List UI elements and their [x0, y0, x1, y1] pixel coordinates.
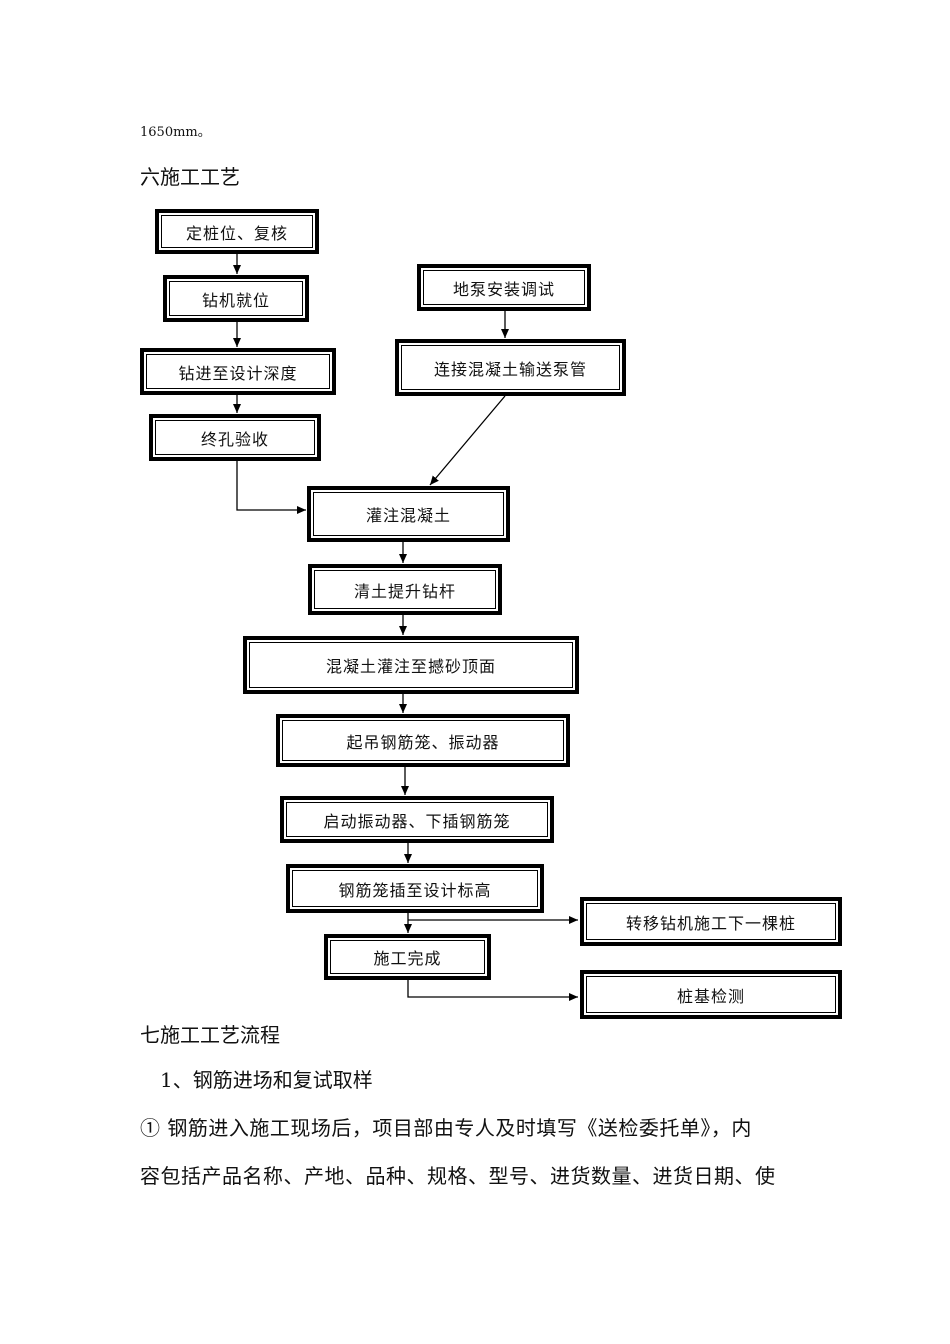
step-pump-install: 地泵安装调试: [417, 264, 591, 311]
step-lift-cage: 起吊钢筋笼、振动器: [276, 714, 570, 767]
step-drill-depth: 钻进至设计深度: [140, 348, 336, 395]
section7-title: 七施工工艺流程: [140, 1023, 280, 1047]
step-inspect: 桩基检测: [580, 970, 842, 1019]
step-cage-elevation: 钢筋笼插至设计标高: [286, 864, 544, 913]
step-insert-cage: 启动振动器、下插钢筋笼: [280, 796, 554, 843]
step-next-pile: 转移钻机施工下一棵桩: [580, 897, 842, 946]
step-pour: 灌注混凝土: [307, 486, 510, 542]
step-pipe-connect: 连接混凝土输送泵管: [395, 339, 626, 396]
top-fragment: 1650mm。: [140, 125, 211, 140]
section6-title: 六施工工艺: [140, 165, 240, 189]
arrow-complete-to-inspect: [407, 979, 578, 1001]
paragraph-line-2: 容包括产品名称、产地、品种、规格、型号、进货数量、进货日期、使: [140, 1164, 776, 1188]
arrow-check-to-pour: [236, 460, 306, 514]
step-hole-check: 终孔验收: [149, 414, 321, 461]
step-lift-rod: 清土提升钻杆: [308, 564, 502, 615]
step-drill-position: 钻机就位: [163, 275, 309, 322]
paragraph-line-1: ① 钢筋进入施工现场后，项目部由专人及时填写《送检委托单》，内: [140, 1116, 752, 1140]
arrow-pipe-to-pour: [429, 395, 506, 486]
step-complete: 施工完成: [324, 934, 491, 980]
step-pour-top: 混凝土灌注至撼砂顶面: [243, 636, 579, 694]
subsection1-title: 1、钢筋进场和复试取样: [160, 1068, 373, 1092]
step-locate: 定桩位、复核: [155, 209, 319, 254]
